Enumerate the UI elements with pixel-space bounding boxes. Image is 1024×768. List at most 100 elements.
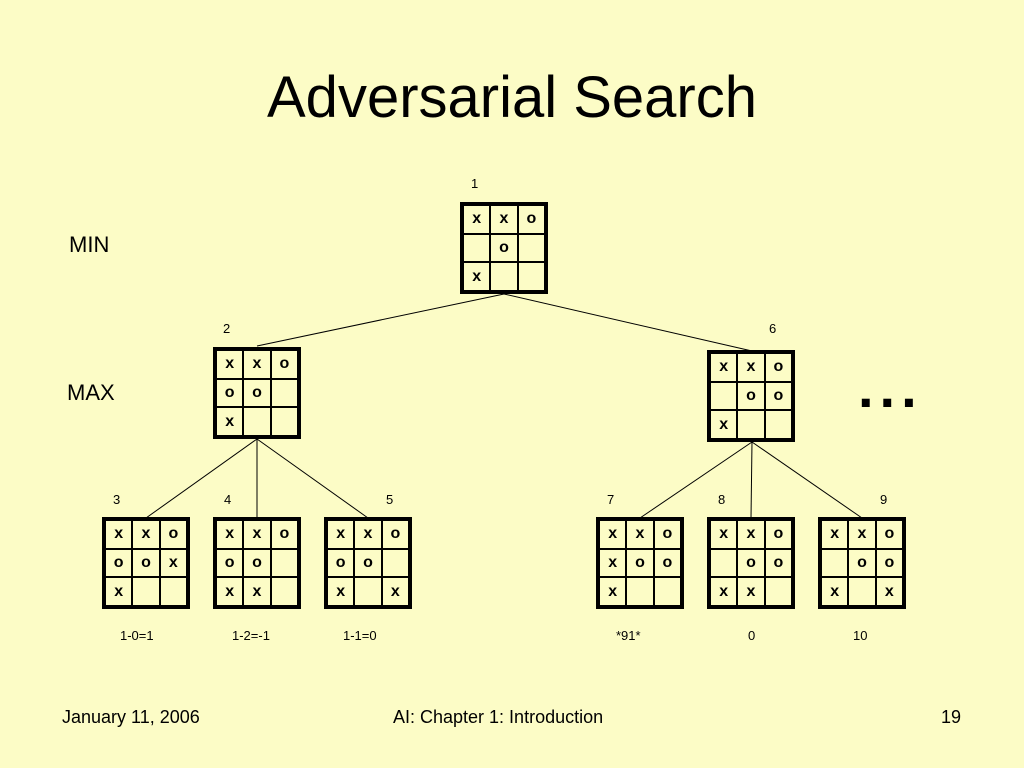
board-cell (764, 410, 792, 439)
edge-2-5 (256, 438, 369, 519)
footer-course: AI: Chapter 1: Introduction (393, 707, 604, 727)
board-cell: o (875, 520, 903, 549)
board-cell: x (463, 205, 491, 234)
board-cell: x (626, 520, 654, 549)
board-cell: o (216, 548, 244, 578)
board-cell: o (737, 548, 765, 578)
board-cell (848, 577, 876, 606)
board-cell: x (599, 577, 627, 606)
footer-date: January 11, 2006 (62, 707, 200, 727)
board-cell: o (105, 548, 133, 578)
board-cell: x (105, 520, 133, 549)
board-cell: o (764, 353, 792, 382)
board-cell: x (599, 548, 627, 578)
score-label: 1-0=1 (120, 628, 154, 643)
board-node-2: x x o o o x (213, 347, 301, 439)
board-cell: o (327, 548, 355, 578)
board-cell (270, 378, 298, 408)
edge-2-3 (145, 438, 258, 519)
board-cell: x (737, 520, 765, 549)
board-cell: x (243, 577, 271, 606)
board-cell: x (710, 353, 738, 382)
board-cell: o (764, 381, 792, 411)
board-node-8: x x o o o x x (707, 517, 795, 609)
board-cell: x (821, 577, 849, 606)
board-cell: o (737, 381, 765, 411)
node-number: 8 (718, 492, 726, 507)
board-cell: x (216, 577, 244, 606)
score-label: *91* (616, 628, 641, 643)
board-node-1: x x o o x (460, 202, 548, 294)
board-cell (517, 233, 545, 263)
slide-title: Adversarial Search (267, 65, 757, 130)
board-cell: x (243, 520, 271, 549)
board-cell (381, 548, 409, 578)
board-cell (159, 577, 187, 606)
board-cell (710, 381, 738, 411)
board-cell: o (764, 548, 792, 578)
board-cell: x (737, 577, 765, 606)
footer-page-number: 19 (941, 707, 962, 727)
board-cell: x (848, 520, 876, 549)
board-cell: x (327, 577, 355, 606)
board-cell: x (710, 577, 738, 606)
board-cell (821, 548, 849, 578)
board-cell (517, 262, 545, 291)
board-cell: x (490, 205, 518, 234)
node-number: 5 (386, 492, 394, 507)
node-number: 7 (607, 492, 615, 507)
edge-1-2 (256, 293, 505, 347)
board-cell (653, 577, 681, 606)
board-cell: x (243, 350, 271, 379)
board-cell (270, 407, 298, 436)
board-cell (354, 577, 382, 606)
score-label: 10 (853, 628, 868, 643)
board-cell: o (159, 520, 187, 549)
board-cell: o (848, 548, 876, 578)
edge-6-9 (751, 441, 863, 519)
board-cell (463, 233, 491, 263)
board-cell (270, 577, 298, 606)
board-cell (490, 262, 518, 291)
board-cell (737, 410, 765, 439)
board-cell: o (354, 548, 382, 578)
board-cell: o (764, 520, 792, 549)
board-cell: x (132, 520, 160, 549)
board-cell: o (490, 233, 518, 263)
score-label: 1-2=-1 (232, 628, 270, 643)
board-cell (132, 577, 160, 606)
min-label: MIN (69, 232, 110, 257)
board-cell: o (381, 520, 409, 549)
board-cell: o (517, 205, 545, 234)
node-number: 3 (113, 492, 121, 507)
edge-1-6 (503, 293, 753, 352)
board-cell: x (381, 577, 409, 606)
score-label: 0 (748, 628, 756, 643)
board-cell: o (132, 548, 160, 578)
board-cell (764, 577, 792, 606)
max-label: MAX (67, 380, 115, 405)
node-number: 6 (769, 321, 777, 336)
board-cell: x (216, 350, 244, 379)
node-number: 2 (223, 321, 231, 336)
board-cell: o (653, 548, 681, 578)
board-cell: o (270, 520, 298, 549)
node-number: 9 (880, 492, 888, 507)
node-number: 4 (224, 492, 232, 507)
board-cell (243, 407, 271, 436)
board-cell: o (875, 548, 903, 578)
node-number: 1 (471, 176, 479, 191)
board-cell: x (463, 262, 491, 291)
board-node-5: x x o o o x x (324, 517, 412, 609)
board-node-6: x x o o o x (707, 350, 795, 442)
board-cell: o (270, 350, 298, 379)
board-cell (710, 548, 738, 578)
board-node-4: x x o o o x x (213, 517, 301, 609)
board-cell (626, 577, 654, 606)
score-label: 1-1=0 (343, 628, 377, 643)
board-cell: o (243, 548, 271, 578)
board-cell: x (354, 520, 382, 549)
board-cell: o (653, 520, 681, 549)
